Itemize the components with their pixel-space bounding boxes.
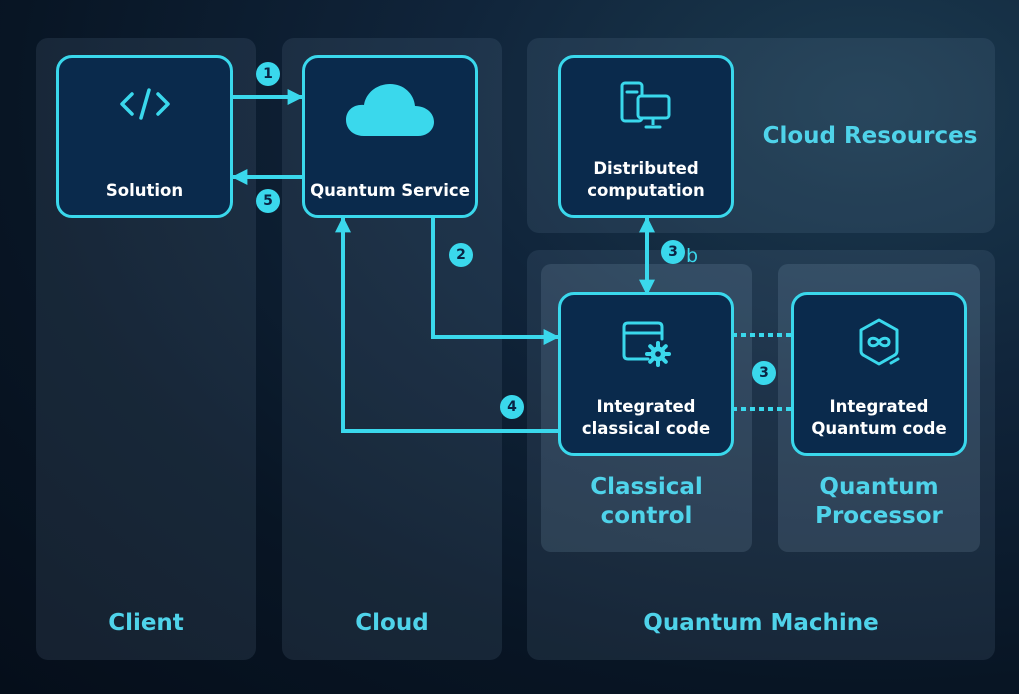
step-1-badge: 1: [256, 62, 280, 86]
integrated-quantum-code-node[interactable]: Integrated Quantum code: [791, 292, 967, 456]
cloud-resources-lane-label: Cloud Resources: [762, 123, 978, 149]
solution-label: Solution: [105, 181, 184, 200]
app-settings-icon: [561, 319, 731, 367]
step-3-badge: 3: [752, 361, 776, 385]
quantum-service-label: Quantum Service: [310, 181, 470, 200]
quantum-machine-lane-label: Quantum Machine: [643, 610, 879, 636]
step-4-badge: 4: [500, 395, 524, 419]
client-lane-label: Client: [108, 610, 184, 636]
quantum-service-node[interactable]: Quantum Service: [302, 55, 478, 218]
distributed-computation-node[interactable]: Distributed computation: [558, 55, 734, 218]
step-5-badge: 5: [256, 189, 280, 213]
classical-control-lane-label: Classical control: [590, 474, 703, 529]
quantum-processor-lane-label: Quantum Processor: [815, 474, 943, 529]
arrow-step-2: [431, 218, 560, 345]
code-icon: [59, 84, 230, 124]
integrated-quantum-code-label: Integrated Quantum code: [811, 397, 947, 438]
step-2-badge: 2: [449, 243, 473, 267]
integrated-classical-code-label: Integrated classical code: [581, 397, 711, 438]
arrow-step-4: [335, 216, 558, 433]
step-3b-suffix: b: [686, 245, 699, 267]
distributed-computation-label: Distributed computation: [587, 159, 705, 200]
cloud-lane-label: Cloud: [355, 610, 429, 636]
cloud-icon: [305, 80, 475, 140]
integrated-classical-code-node[interactable]: Integrated classical code: [558, 292, 734, 456]
step-3b-badge: 3: [661, 240, 685, 264]
solution-node[interactable]: Solution: [56, 55, 233, 218]
devices-icon: [561, 80, 731, 132]
infinity-hexagon-icon: [794, 317, 964, 369]
